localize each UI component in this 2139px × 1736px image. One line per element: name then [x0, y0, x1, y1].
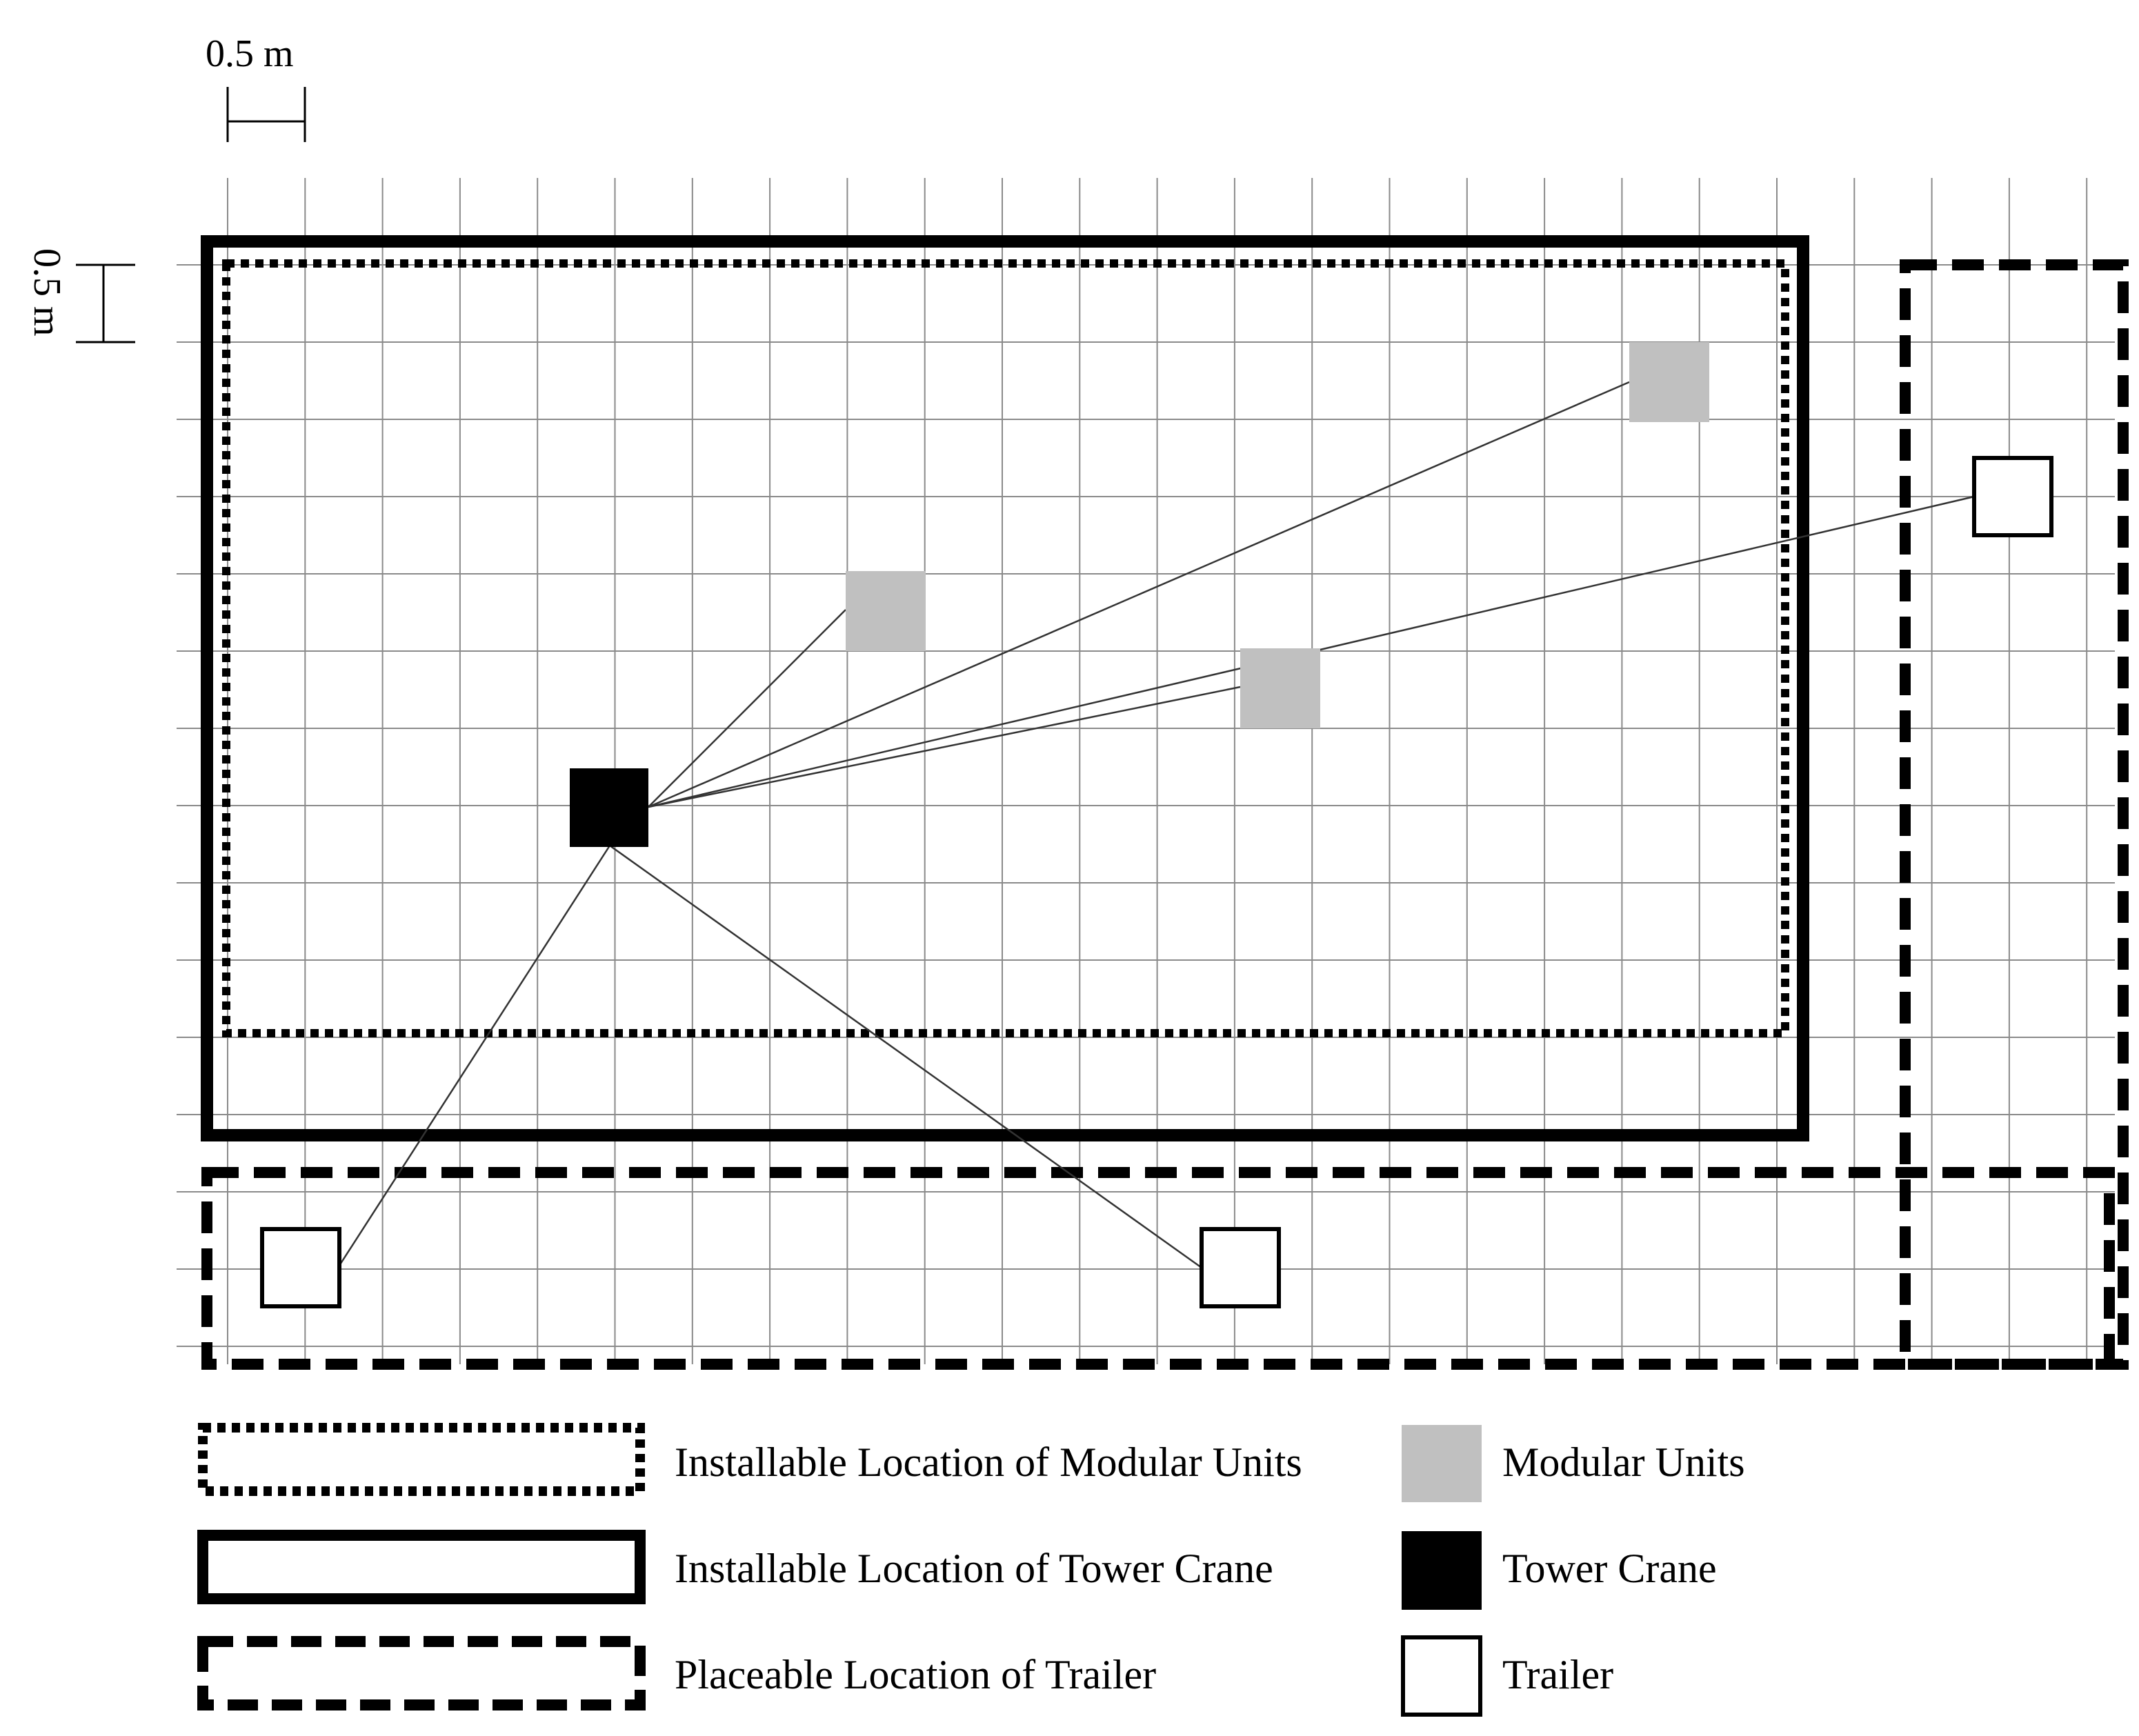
horizontal-scale-bar: 0.5 m: [206, 32, 306, 142]
modular-unit: [846, 571, 926, 651]
legend: Installable Location of Modular Units In…: [197, 1423, 1745, 1717]
horizontal-scale-label: 0.5 m: [206, 32, 294, 75]
lift-line: [648, 381, 1630, 808]
vertical-scale-bar: 0.5 m: [26, 248, 135, 343]
legend-label-tower-crane: Tower Crane: [1502, 1546, 1717, 1591]
legend-label-crane-installable: Installable Location of Tower Crane: [675, 1546, 1273, 1591]
legend-label-modular-units: Modular Units: [1502, 1439, 1745, 1485]
legend-swatch-trailer-placeable: [197, 1636, 646, 1710]
trailer: [260, 1227, 341, 1308]
lift-line: [609, 844, 1202, 1269]
trailer: [1200, 1227, 1281, 1308]
legend-swatch-modular-installable: [198, 1423, 645, 1496]
legend-label-trailer: Trailer: [1502, 1652, 1613, 1697]
legend-swatch-modular-unit: [1402, 1425, 1482, 1502]
modular-units-installable-region: [222, 259, 1789, 1037]
vertical-scale-label: 0.5 m: [26, 248, 68, 337]
lift-line: [337, 845, 611, 1268]
tower-crane-installable-region: [201, 235, 1809, 1141]
trailer-region-bottom: [201, 1167, 2115, 1370]
legend-label-modular-installable: Installable Location of Modular Units: [675, 1439, 1302, 1485]
legend-swatch-crane-installable: [197, 1530, 646, 1604]
modular-unit: [1629, 342, 1709, 422]
trailer-region-right: [1900, 259, 2129, 1370]
lift-line: [648, 609, 846, 808]
legend-swatch-tower-crane: [1402, 1531, 1482, 1610]
trailer: [1972, 456, 2053, 537]
legend-label-trailer-placeable: Placeable Location of Trailer: [675, 1652, 1156, 1697]
modular-unit: [1240, 648, 1320, 728]
grid: [177, 178, 2115, 1364]
tower-crane: [570, 768, 648, 847]
lift-line: [648, 686, 1241, 808]
legend-swatch-trailer: [1401, 1635, 1482, 1717]
